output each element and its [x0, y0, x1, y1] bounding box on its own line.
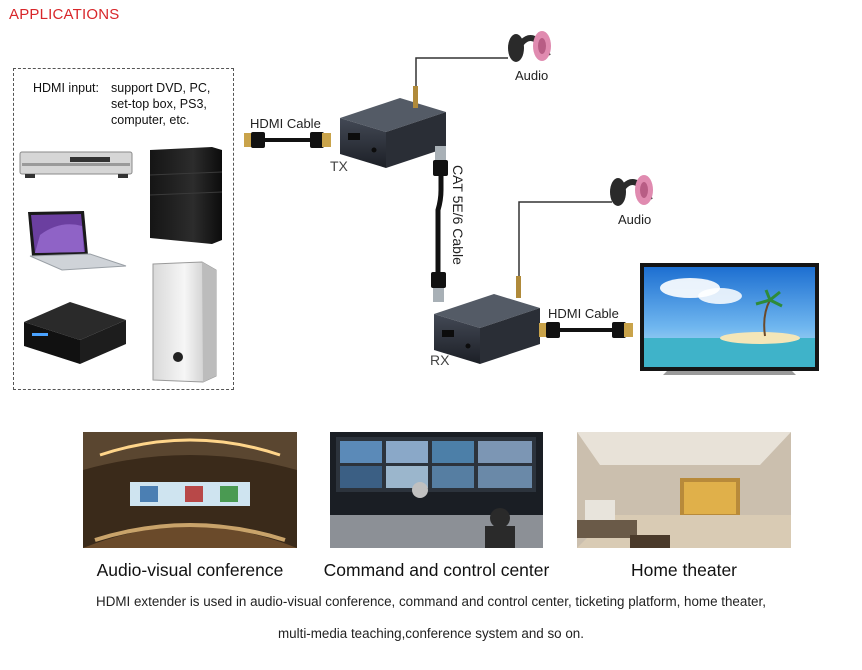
hdmi-input-description: HDMI input: support DVD, PC, set-top box… — [33, 80, 210, 127]
television-icon — [640, 263, 819, 375]
hdmi-cable-tx-icon — [244, 132, 331, 148]
hdmi-input-line-2: set-top box, PS3, — [111, 97, 207, 111]
headphones-icon — [508, 31, 551, 62]
caption-control-center: Command and control center — [323, 560, 550, 580]
game-console-icon — [149, 147, 223, 244]
tx-extender-icon — [340, 98, 446, 168]
computer-tower-icon — [152, 261, 217, 383]
hdmi-input-sources-box — [13, 68, 234, 390]
caption-conference: Audio-visual conference — [96, 560, 284, 580]
audio-tx-label: Audio — [515, 68, 549, 83]
hdmi-cable-tx-label: HDMI Cable — [250, 116, 321, 131]
headphones-icon — [610, 175, 653, 206]
audio-cable-rx-icon — [516, 201, 612, 298]
footer-description-line-2: multi-media teaching,conference system a… — [278, 626, 584, 641]
footer-description-line-1: HDMI extender is used in audio-visual co… — [96, 594, 766, 609]
hdmi-cable-rx-label: HDMI Cable — [548, 306, 619, 321]
control-center-photo — [330, 432, 543, 548]
audio-cable-tx-icon — [413, 57, 508, 108]
audio-rx-label: Audio — [618, 212, 652, 227]
hdmi-input-line-1: support DVD, PC, — [111, 81, 211, 95]
set-top-box-icon — [24, 302, 126, 364]
tx-label: TX — [330, 158, 348, 174]
laptop-icon — [28, 211, 127, 271]
hdmi-input-line-3: computer, etc. — [111, 113, 190, 127]
dvd-player-icon — [19, 151, 133, 178]
conference-photo — [83, 432, 297, 548]
hdmi-input-label: HDMI input: — [33, 81, 99, 95]
home-theater-photo — [577, 432, 791, 548]
hdmi-cable-rx-icon — [539, 322, 633, 338]
caption-home-theater: Home theater — [630, 560, 738, 580]
cat-cable-icon — [431, 146, 448, 302]
page-title: APPLICATIONS — [9, 6, 120, 23]
rx-label: RX — [430, 352, 450, 368]
rx-extender-icon — [434, 294, 540, 364]
cat-cable-label: CAT 5E/6 Cable — [450, 165, 466, 265]
